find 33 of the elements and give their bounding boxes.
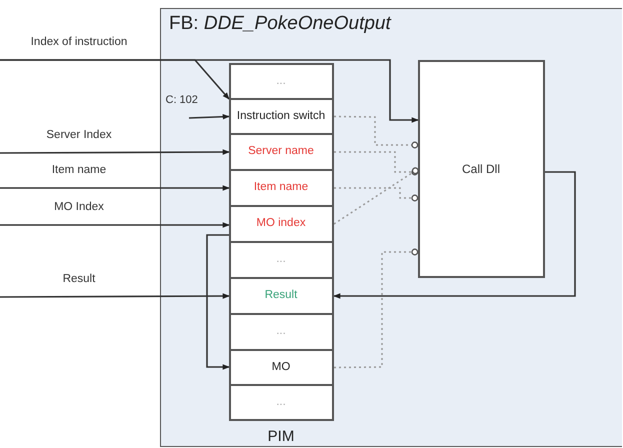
memory-row: Item name: [228, 170, 334, 206]
arrow: [0, 222, 230, 228]
input-label: Item name: [0, 164, 158, 188]
function-block-panel: [160, 8, 622, 447]
memory-row: Result: [228, 278, 334, 314]
dotted-connector: [334, 116, 418, 148]
memory-row: MO: [228, 350, 334, 384]
dotted-connector: [334, 167, 419, 225]
arrow: [0, 293, 230, 299]
input-label: Index of instruction: [0, 36, 158, 60]
memory-row: ...: [228, 62, 334, 98]
stack-label: PIM: [266, 428, 296, 444]
dotted-connector: [334, 248, 418, 368]
memory-row: MO index: [228, 206, 334, 242]
memory-row: ...: [228, 384, 334, 420]
arrow: [206, 234, 230, 370]
input-label: Server Index: [0, 129, 158, 153]
arrow: [0, 59, 419, 123]
arrow: [0, 149, 230, 155]
arrow: [333, 171, 576, 299]
input-label: Result: [0, 273, 158, 297]
dotted-connector: [334, 151, 418, 176]
arrow: [0, 185, 230, 191]
function-box: Call Dll: [418, 60, 544, 278]
arrow: [188, 114, 230, 120]
memory-row: Server name: [228, 134, 334, 170]
memory-row: Instruction switch: [228, 98, 334, 134]
constant-label: C: 102: [166, 94, 212, 118]
dotted-connector: [334, 187, 418, 202]
memory-row: ...: [228, 314, 334, 350]
input-label: MO Index: [0, 201, 158, 225]
memory-row: ...: [228, 242, 334, 278]
panel-title: FB: DDE_PokeOneOutput: [169, 13, 391, 35]
